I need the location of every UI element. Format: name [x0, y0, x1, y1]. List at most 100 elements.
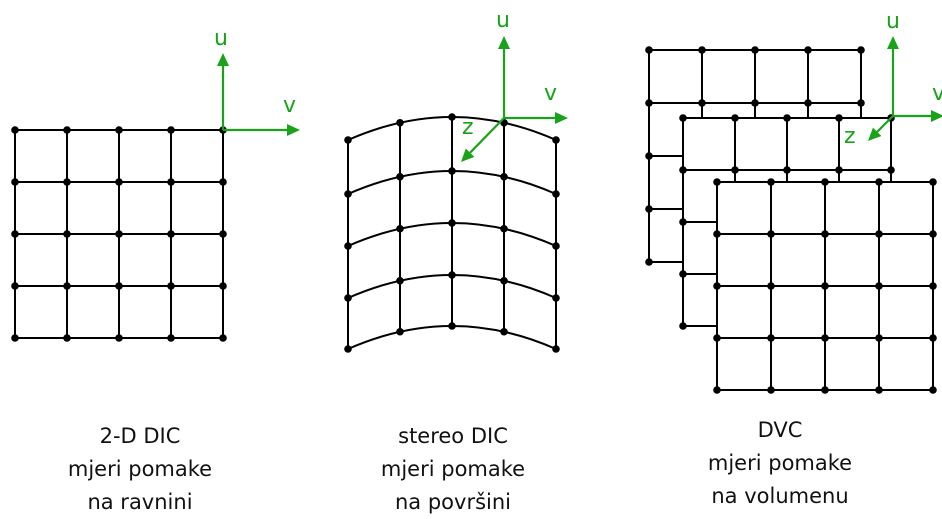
v-axis-label: v	[932, 81, 942, 106]
grid-node	[713, 386, 721, 394]
grid-node	[821, 386, 829, 394]
grid-node	[448, 113, 456, 121]
z-axis-label: z	[844, 124, 856, 149]
panel-2d-dic: uv	[11, 26, 300, 342]
grid-node	[713, 178, 721, 186]
grid-node	[500, 172, 508, 181]
grid-node	[396, 327, 404, 336]
grid-node	[344, 136, 352, 144]
caption-dvc-line-3: na volumenu	[711, 484, 849, 508]
caption-2d-line-3: na ravnini	[87, 490, 193, 514]
grid-node	[552, 345, 560, 353]
caption-2d-line-2: mjeri pomake	[67, 457, 213, 481]
panel-dvc: u v z	[645, 9, 942, 394]
grid-node	[448, 271, 456, 279]
grid-node	[821, 230, 829, 238]
grid-node	[167, 282, 175, 290]
grid-node	[804, 46, 812, 54]
grid-node	[115, 282, 123, 290]
grid-node	[344, 294, 352, 302]
grid-node	[11, 334, 19, 342]
grid-node	[679, 218, 687, 226]
grid-node	[645, 46, 653, 54]
grid-node	[645, 258, 653, 266]
u-axis-label: u	[496, 8, 510, 33]
v-axis-label: v	[544, 81, 557, 106]
grid-node	[679, 322, 687, 330]
grid-node	[63, 282, 71, 290]
grid-node	[679, 166, 687, 174]
grid-node	[783, 114, 791, 122]
grid-node	[767, 282, 775, 290]
grid-node	[645, 152, 653, 160]
v-axis-label: v	[283, 93, 296, 118]
u-axis-arrow	[887, 36, 899, 116]
volume-slice-front	[713, 178, 937, 394]
u-axis-label: u	[214, 26, 228, 51]
caption-2d-line-1: 2-D DIC	[99, 424, 181, 448]
grid-node	[767, 334, 775, 342]
grid-node	[645, 205, 653, 213]
grid-node	[167, 126, 175, 134]
u-axis-label: u	[886, 9, 900, 34]
grid-node	[63, 178, 71, 186]
grid-node	[835, 166, 843, 174]
grid-node	[929, 282, 937, 290]
grid-node	[396, 276, 404, 285]
grid-node	[167, 178, 175, 186]
grid-node	[767, 230, 775, 238]
grid-node	[713, 282, 721, 290]
grid-node	[875, 178, 883, 186]
grid-node	[857, 99, 865, 107]
caption-dvc: DVC mjeri pomake na volumenu	[660, 414, 900, 513]
grid-node	[929, 230, 937, 238]
grid-node	[115, 334, 123, 342]
grid-node	[219, 178, 227, 186]
grid-node	[552, 294, 560, 302]
caption-stereo-line-3: na površini	[394, 490, 511, 514]
grid-node	[767, 178, 775, 186]
grid-node	[731, 114, 739, 122]
grid-node	[645, 99, 653, 107]
caption-2d-dic: 2-D DIC mjeri pomake na ravnini	[20, 420, 260, 519]
grid-node	[448, 219, 456, 227]
grid-node	[448, 167, 456, 175]
grid-node	[751, 99, 759, 107]
grid-node	[857, 46, 865, 54]
u-axis-arrow	[217, 53, 229, 130]
grid-node	[500, 276, 508, 285]
u-axis-arrow	[498, 36, 510, 118]
grid-node	[783, 166, 791, 174]
grid-node	[875, 334, 883, 342]
grid-node	[219, 334, 227, 342]
grid-node	[115, 178, 123, 186]
v-axis-arrow	[504, 112, 568, 124]
grid-node	[63, 334, 71, 342]
grid-node	[835, 114, 843, 122]
caption-stereo-dic: stereo DIC mjeri pomake na površini	[333, 420, 573, 519]
grid-node	[219, 230, 227, 238]
grid-node	[679, 270, 687, 278]
grid-node	[500, 327, 508, 336]
grid-node	[63, 230, 71, 238]
grid-node	[219, 282, 227, 290]
z-axis-arrow	[461, 117, 505, 162]
grid-node	[396, 224, 404, 233]
grid-node	[448, 322, 456, 330]
grid-node	[713, 334, 721, 342]
curved-grid	[344, 113, 560, 353]
grid-node	[344, 242, 352, 250]
grid-node	[115, 126, 123, 134]
grid-node	[11, 230, 19, 238]
grid-node	[804, 99, 812, 107]
grid-node	[767, 386, 775, 394]
grid-node	[552, 242, 560, 250]
grid-node	[821, 334, 829, 342]
caption-stereo-line-2: mjeri pomake	[380, 457, 526, 481]
caption-stereo-line-1: stereo DIC	[398, 424, 508, 448]
grid-node	[679, 114, 687, 122]
grid-node	[344, 190, 352, 198]
caption-dvc-line-2: mjeri pomake	[707, 451, 853, 475]
grid-node	[552, 190, 560, 198]
